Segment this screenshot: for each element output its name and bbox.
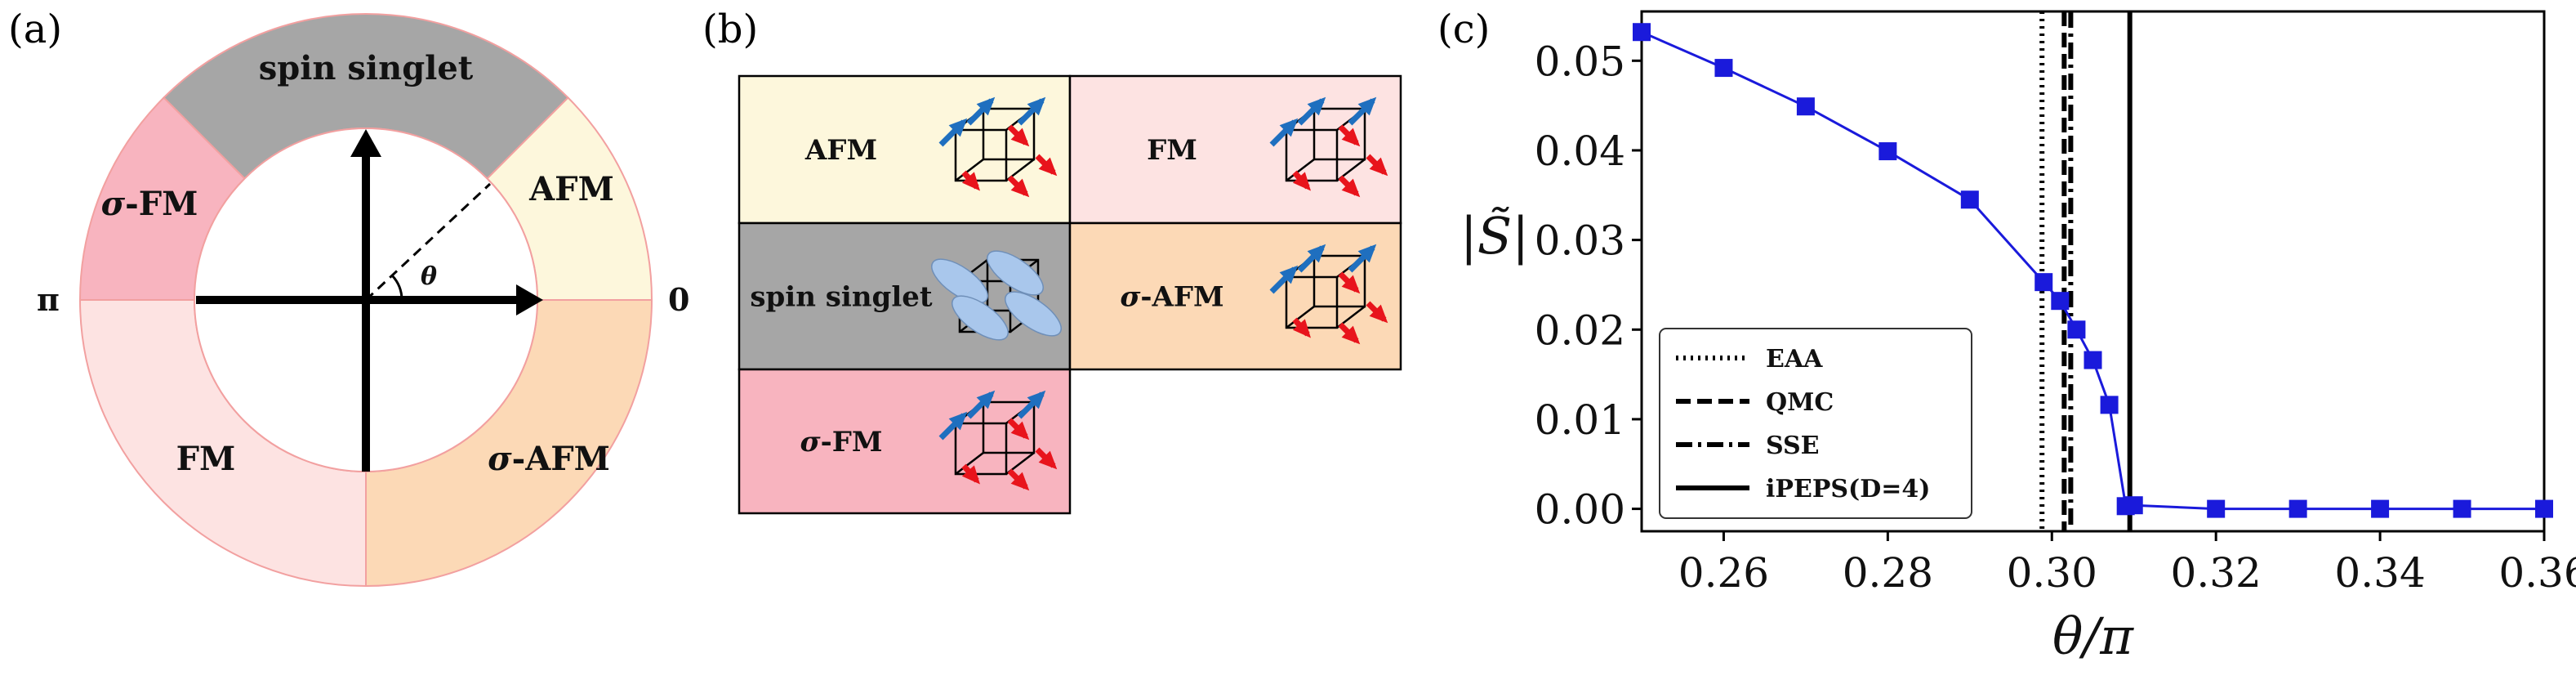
y-tick-label-4: 0.04 bbox=[1535, 128, 1625, 175]
angle-theta-label: θ bbox=[421, 262, 437, 291]
spin-up-1-2-head-icon bbox=[1279, 118, 1299, 137]
pi-label: π bbox=[37, 281, 60, 318]
spin-down-4-1-head-icon bbox=[1038, 450, 1058, 470]
data-point-4 bbox=[1960, 190, 1979, 209]
data-point-16 bbox=[2535, 499, 2553, 518]
data-point-12 bbox=[2207, 499, 2226, 518]
panel-label-b: (b) bbox=[702, 7, 759, 52]
data-point-14 bbox=[2371, 499, 2390, 518]
spin-up-0-1-head-icon bbox=[1027, 96, 1046, 116]
y-axis-label: |S̃| bbox=[1460, 206, 1529, 266]
data-point-2 bbox=[1796, 97, 1815, 116]
cube-edge-0 bbox=[955, 159, 984, 181]
spin-down-1-1-head-icon bbox=[1369, 157, 1388, 177]
x-tick-label-2: 0.30 bbox=[2007, 549, 2097, 597]
data-point-15 bbox=[2453, 499, 2471, 518]
ring-label-2: FM bbox=[176, 440, 236, 478]
y-tick-label-5: 0.05 bbox=[1535, 38, 1625, 85]
phase-cell-3 bbox=[1068, 221, 1402, 371]
angle-arc bbox=[390, 274, 403, 301]
spin-down-4-0-head-icon bbox=[1010, 421, 1030, 441]
data-point-11 bbox=[2124, 496, 2143, 515]
cube-edge-3 bbox=[1286, 306, 1315, 329]
spin-up-0-0-head-icon bbox=[976, 96, 996, 116]
y-tick-label-3: 0.03 bbox=[1535, 217, 1625, 265]
cube-edge-4 bbox=[955, 452, 984, 475]
spin-down-1-2-head-icon bbox=[1341, 178, 1361, 198]
spin-down-0-3-head-icon bbox=[961, 172, 980, 191]
angle-ray bbox=[364, 182, 492, 302]
spin-up-4-0-head-icon bbox=[976, 390, 996, 409]
x-tick-label-5: 0.36 bbox=[2498, 549, 2576, 597]
panel-label-a: (a) bbox=[8, 7, 63, 52]
y-tick-label-1: 0.01 bbox=[1535, 396, 1625, 444]
phase-cell-label-0: AFM bbox=[804, 134, 877, 167]
horizontal-arrowhead-icon bbox=[516, 284, 543, 315]
y-tick-label-2: 0.02 bbox=[1535, 306, 1625, 354]
spin-up-3-2-head-icon bbox=[1279, 265, 1299, 284]
data-point-7 bbox=[2067, 320, 2086, 339]
data-point-6 bbox=[2051, 292, 2070, 311]
legend: EAA QMC SSE iPEPS(D=4) bbox=[1659, 328, 1972, 519]
phase-cell-1 bbox=[1068, 74, 1402, 225]
phase-ring-diagram: spin singlet σ-FM FM σ-AFM AFM θ π 0 bbox=[37, 13, 689, 588]
spin-up-1-0-head-icon bbox=[1307, 96, 1326, 116]
phase-configuration-diagram: AFM FM spin singlet σ-AFM σ-FM bbox=[738, 74, 1402, 515]
spin-down-3-1-head-icon bbox=[1369, 304, 1388, 324]
spin-down-4-3-head-icon bbox=[961, 465, 980, 485]
spin-up-4-1-head-icon bbox=[1027, 390, 1046, 409]
legend-label-0: EAA bbox=[1766, 345, 1823, 374]
x-tick-label-1: 0.28 bbox=[1843, 549, 1933, 597]
spin-down-4-2-head-icon bbox=[1010, 472, 1030, 491]
spin-up-1-1-head-icon bbox=[1357, 96, 1377, 116]
legend-box bbox=[1659, 328, 1972, 519]
ring-label-4: AFM bbox=[528, 170, 614, 208]
spin-down-1-0-head-icon bbox=[1341, 128, 1361, 147]
ring-label-3: σ-AFM bbox=[488, 440, 610, 478]
plot-frame bbox=[1640, 10, 2546, 533]
singlet-bond-3 bbox=[1005, 291, 1062, 337]
spin-down-1-3-head-icon bbox=[1292, 172, 1311, 191]
spin-down-3-0-head-icon bbox=[1341, 275, 1361, 294]
phase-cell-label-3: σ-AFM bbox=[1120, 281, 1223, 314]
spin-down-3-2-head-icon bbox=[1341, 325, 1361, 345]
phase-cell-label-2: spin singlet bbox=[750, 281, 932, 314]
data-point-3 bbox=[1879, 142, 1897, 161]
data-point-9 bbox=[2100, 396, 2119, 414]
spin-up-4-2-head-icon bbox=[948, 411, 968, 431]
ring-label-1: σ-FM bbox=[101, 185, 198, 223]
singlet-bond-2 bbox=[952, 295, 1009, 341]
data-point-1 bbox=[1714, 59, 1733, 78]
spin-up-3-1-head-icon bbox=[1357, 244, 1377, 263]
spin-down-0-1-head-icon bbox=[1038, 157, 1058, 177]
phase-cell-label-4: σ-FM bbox=[800, 426, 883, 459]
spin-up-3-0-head-icon bbox=[1307, 244, 1326, 263]
panel-label-c: (c) bbox=[1437, 7, 1491, 52]
spin-down-3-3-head-icon bbox=[1292, 319, 1311, 338]
legend-label-3: iPEPS(D=4) bbox=[1766, 475, 1930, 503]
phase-cell-4 bbox=[738, 368, 1072, 515]
x-tick-label-4: 0.34 bbox=[2334, 549, 2425, 597]
y-tick-label-0: 0.00 bbox=[1535, 486, 1625, 534]
cube-edge-1 bbox=[1286, 159, 1315, 181]
legend-label-1: QMC bbox=[1766, 388, 1834, 417]
x-axis-label: θ/π bbox=[2052, 606, 2134, 666]
spin-down-0-2-head-icon bbox=[1010, 178, 1030, 198]
x-tick-label-0: 0.26 bbox=[1678, 549, 1769, 597]
data-point-8 bbox=[2084, 351, 2102, 369]
singlet-bond-0 bbox=[931, 258, 988, 304]
data-point-5 bbox=[2035, 273, 2053, 292]
legend-label-2: SSE bbox=[1766, 432, 1820, 460]
singlet-bond-1 bbox=[987, 250, 1044, 296]
zero-label: 0 bbox=[668, 281, 689, 318]
spin-down-0-0-head-icon bbox=[1010, 128, 1030, 147]
data-point-0 bbox=[1633, 23, 1651, 42]
spin-up-0-2-head-icon bbox=[948, 118, 968, 137]
ring-label-0: spin singlet bbox=[259, 49, 474, 87]
x-tick-label-3: 0.32 bbox=[2171, 549, 2262, 597]
data-point-13 bbox=[2289, 499, 2307, 518]
vertical-arrowhead-icon bbox=[350, 129, 381, 157]
phase-cell-label-1: FM bbox=[1147, 134, 1197, 167]
